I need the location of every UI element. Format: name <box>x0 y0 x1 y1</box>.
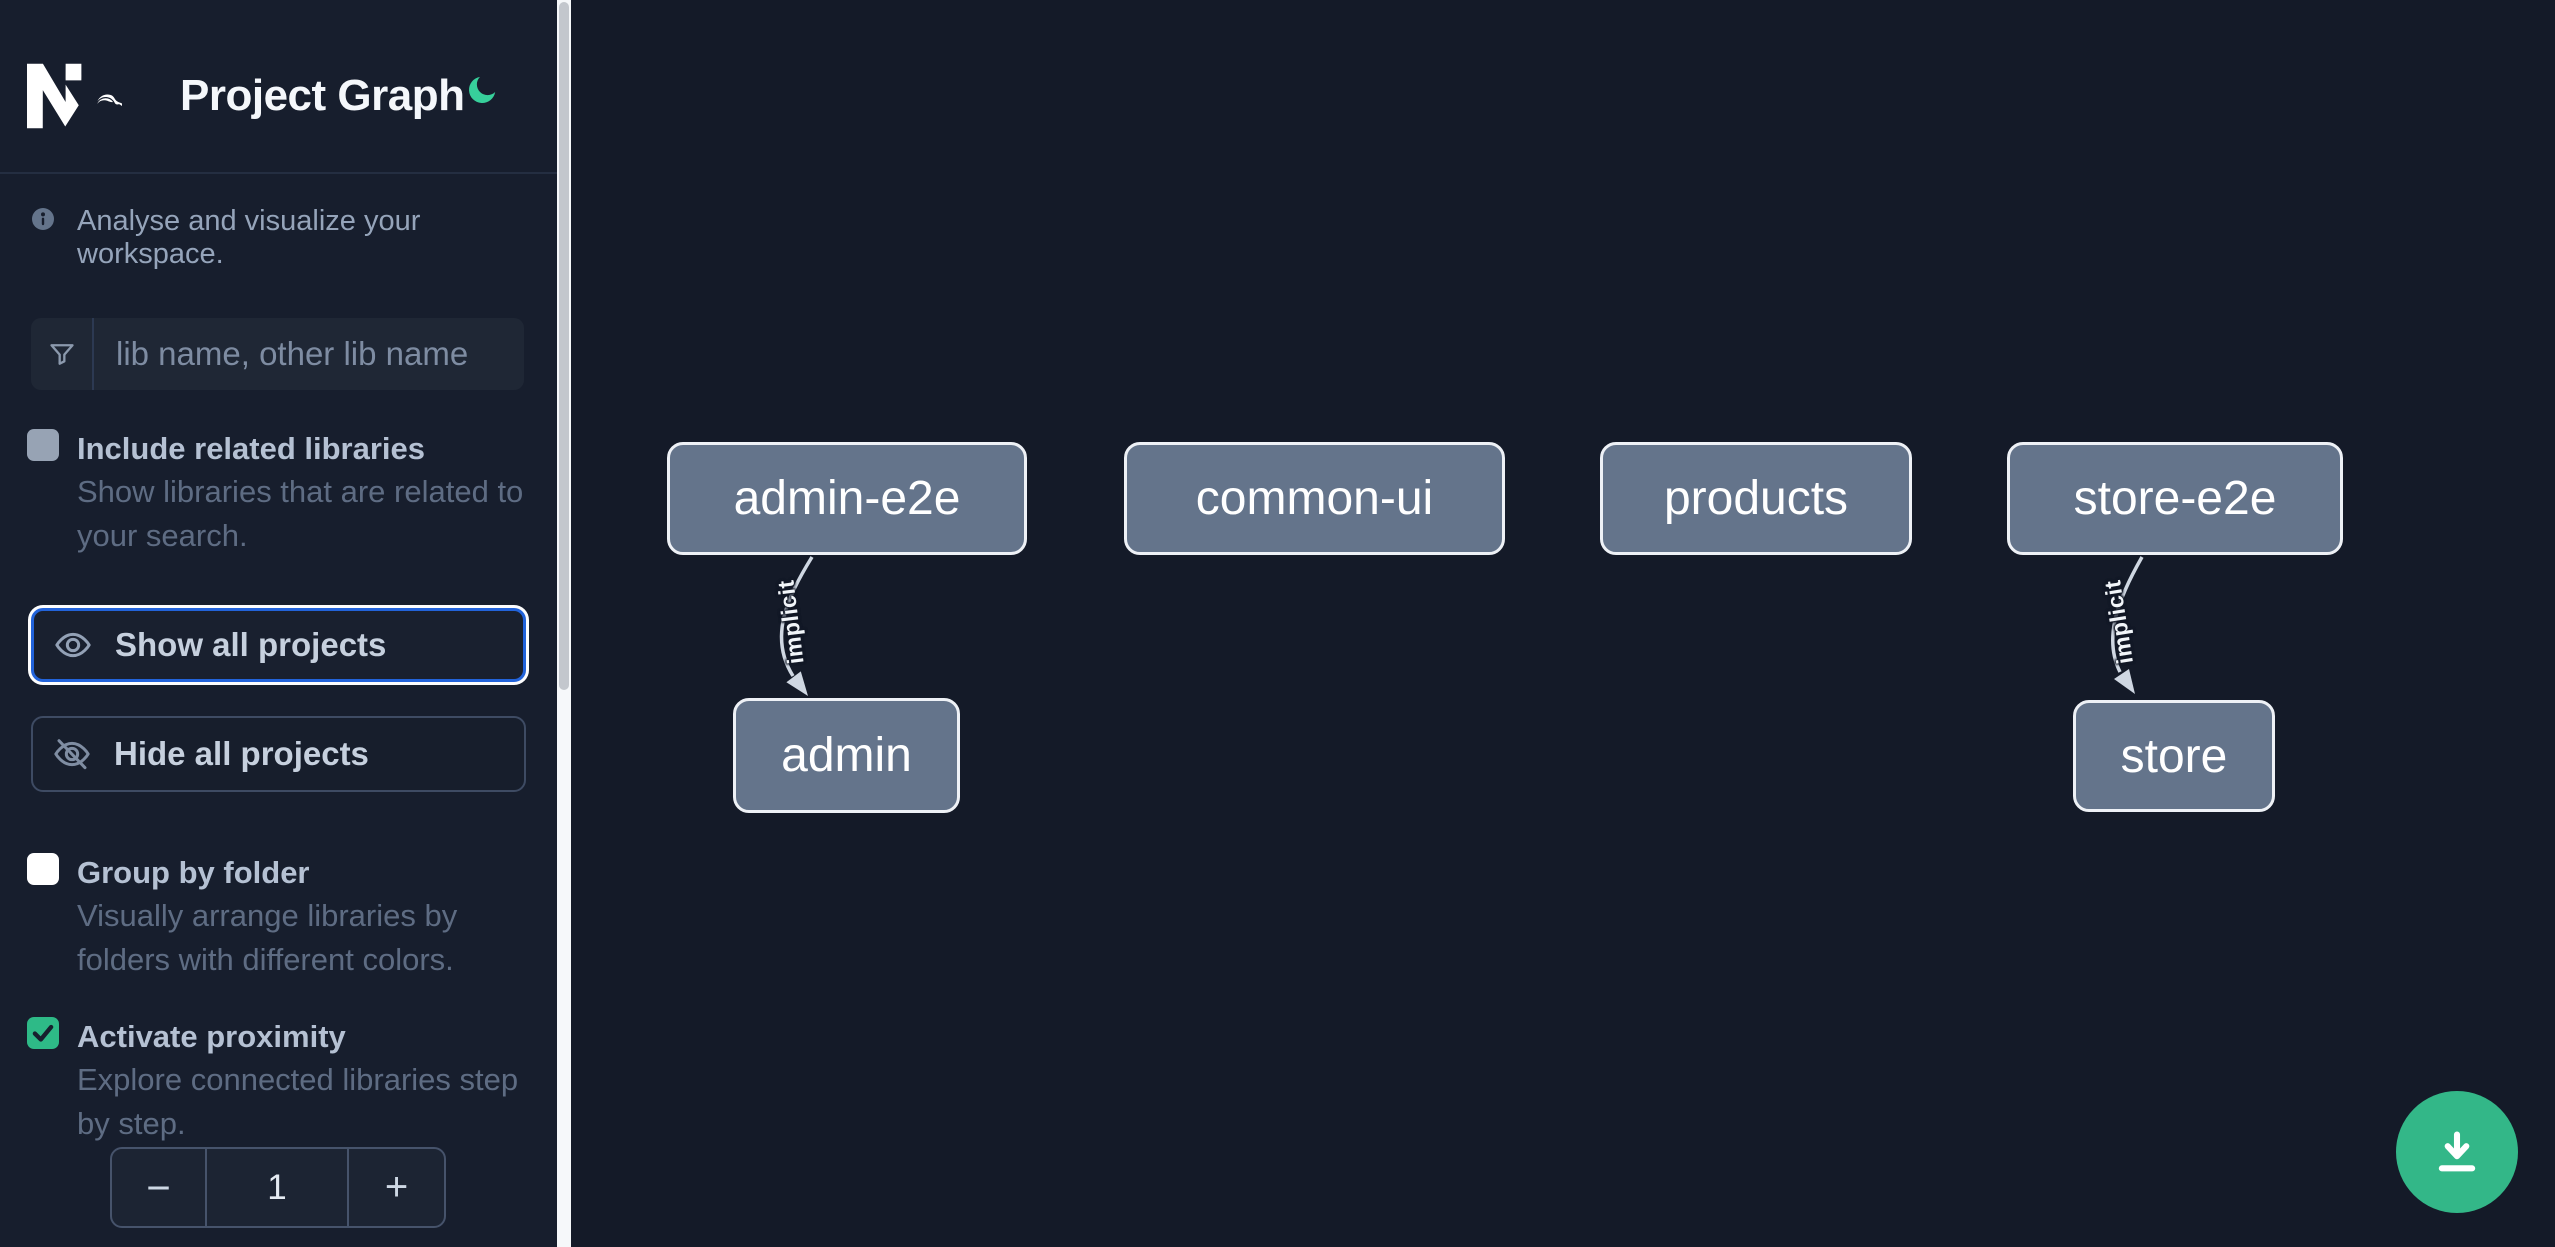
activate-proximity-description: Explore connected libraries step by step… <box>77 1062 519 1141</box>
download-icon <box>2438 1131 2476 1172</box>
include-related-description: Show libraries that are related to your … <box>77 474 524 553</box>
arrowhead-store <box>2114 669 2135 694</box>
sidebar-scrollbar[interactable] <box>557 0 571 1247</box>
node-store-e2e[interactable]: store-e2e <box>2007 442 2343 555</box>
project-filter <box>31 318 563 390</box>
graph-canvas[interactable]: implicit implicit admin-e2e common-ui pr… <box>571 0 2555 1247</box>
node-admin-e2e[interactable]: admin-e2e <box>667 442 1027 555</box>
node-products[interactable]: products <box>1600 442 1912 555</box>
edge-store-e2e-store <box>2111 556 2144 673</box>
group-by-folder-checkbox[interactable] <box>27 853 59 885</box>
decrement-button[interactable]: − <box>112 1149 207 1226</box>
edge-admin-e2e-admin <box>779 556 814 677</box>
proximity-depth-stepper: − 1 + <box>110 1147 446 1228</box>
filter-icon-cell <box>31 318 94 390</box>
activate-proximity-checkbox[interactable] <box>27 1017 59 1049</box>
filter-input[interactable] <box>94 318 563 390</box>
activate-proximity-label: Activate proximity <box>77 1019 346 1054</box>
page-title: Project Graph <box>180 71 465 120</box>
theme-toggle-button[interactable] <box>458 66 506 114</box>
info-icon <box>32 208 54 230</box>
hide-all-projects-button[interactable]: Hide all projects <box>31 716 526 792</box>
eye-off-icon <box>54 739 90 770</box>
arrowhead-admin <box>786 671 808 696</box>
group-by-folder-label: Group by folder <box>77 855 310 890</box>
download-image-button[interactable] <box>2396 1091 2518 1213</box>
funnel-filter-icon <box>49 344 74 365</box>
hide-all-projects-label: Hide all projects <box>114 735 369 772</box>
nx-logo-icon <box>27 63 122 129</box>
eye-icon <box>55 632 91 658</box>
tagline-text: Analyse and visualize your workspace. <box>77 205 421 270</box>
proximity-depth-value: 1 <box>267 1167 287 1207</box>
scrollbar-thumb[interactable] <box>559 2 569 690</box>
graph-edges <box>779 556 2144 696</box>
node-store[interactable]: store <box>2073 700 2275 812</box>
node-common-ui[interactable]: common-ui <box>1124 442 1505 555</box>
show-all-projects-button[interactable]: Show all projects <box>31 608 526 682</box>
sidebar: Project Graph Analyse and visualize your… <box>0 0 571 1247</box>
group-by-folder-description: Visually arrange libraries by folders wi… <box>77 898 458 977</box>
show-all-projects-label: Show all projects <box>115 626 387 663</box>
include-related-label: Include related libraries <box>77 431 426 466</box>
increment-button[interactable]: + <box>347 1149 444 1226</box>
include-related-checkbox[interactable] <box>27 429 59 461</box>
header-divider <box>0 172 557 174</box>
checkmark-icon <box>32 1024 54 1042</box>
node-admin[interactable]: admin <box>733 698 960 813</box>
moon-icon <box>469 76 496 103</box>
